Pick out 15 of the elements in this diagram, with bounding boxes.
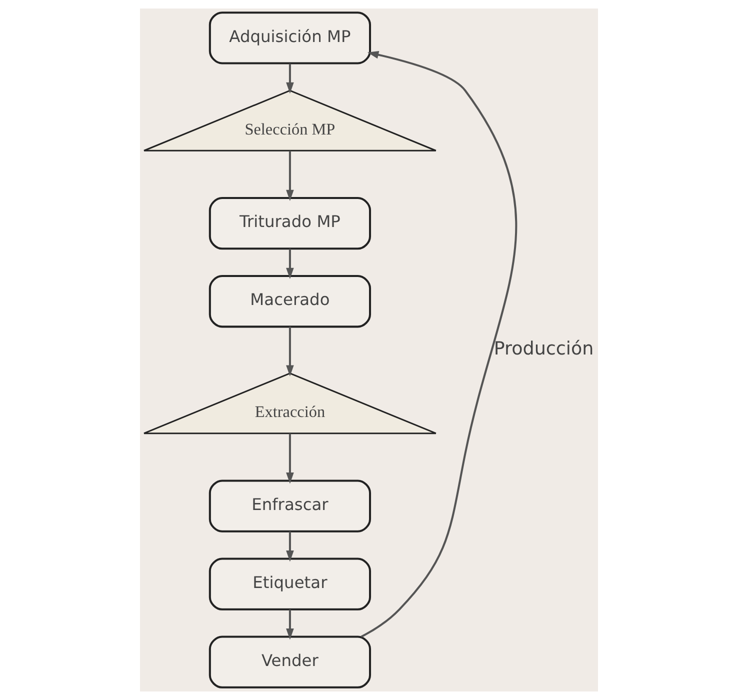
node-box: Macerado <box>208 275 372 328</box>
node-box: Vender <box>208 636 372 688</box>
node-box: Enfrascar <box>208 480 372 532</box>
arrow <box>286 150 294 201</box>
arrow <box>286 532 294 562</box>
node-box: Triturado MP <box>208 197 372 250</box>
arrow <box>286 248 294 279</box>
arrow <box>360 50 517 638</box>
arrow <box>286 434 294 484</box>
arrow <box>286 610 294 640</box>
node-box: Etiquetar <box>208 558 372 610</box>
node-box: Adquisición MP <box>208 12 372 64</box>
edge-label: Producción <box>494 338 594 360</box>
arrow <box>286 326 294 376</box>
arrow <box>286 64 294 94</box>
